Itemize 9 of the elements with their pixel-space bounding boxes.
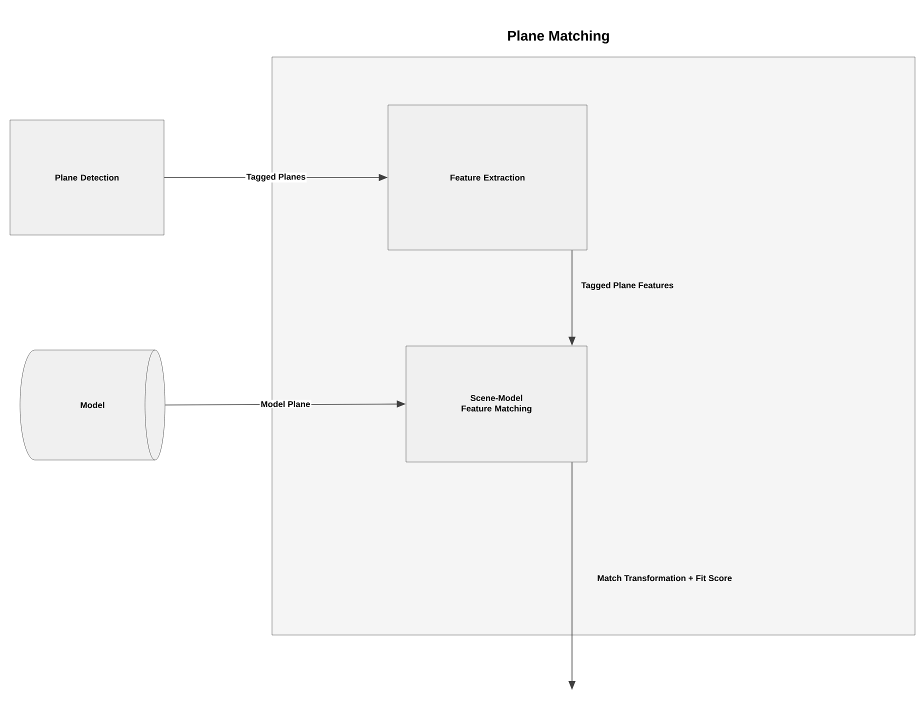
edge-label: Tagged Plane Features [581,282,674,290]
process-box: Scene-Model Feature Matching [406,346,588,462]
process-box: Feature Extraction [388,104,588,250]
process-box: Plane Detection [10,120,164,236]
edge-label: Match Transformation + Fit Score [598,574,732,582]
edge-label: Model Plane [260,400,312,408]
node-label: Plane Matching [508,30,609,44]
edge-label: Tagged Planes [245,172,307,182]
database-cylinder: Model [20,350,166,460]
